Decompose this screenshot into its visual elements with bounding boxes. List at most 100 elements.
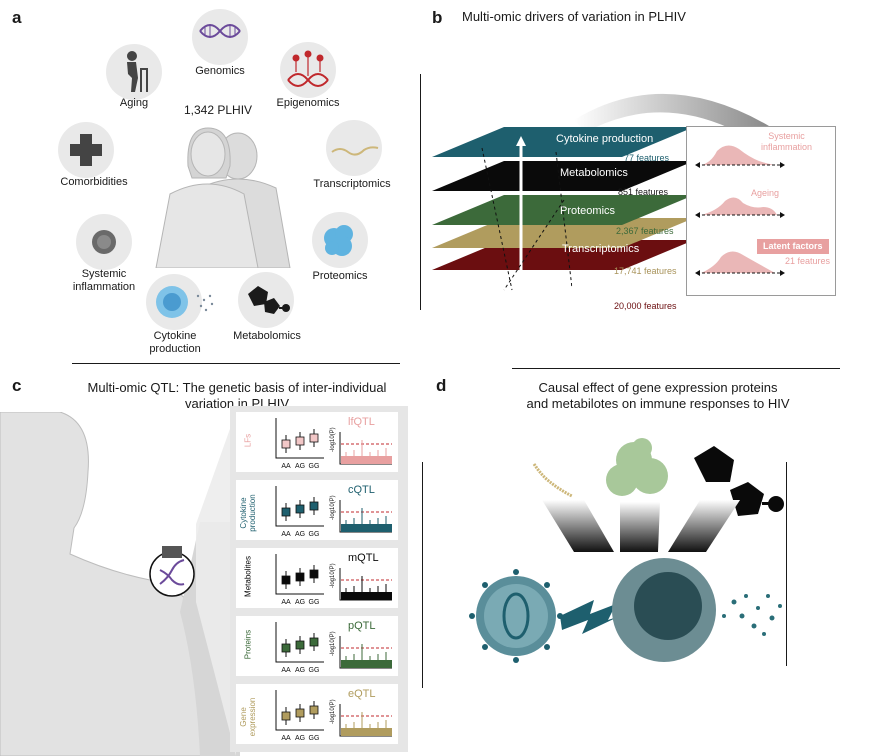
layer-features-transcriptomics: 17,741 features	[614, 266, 677, 276]
genotype-label: AA	[281, 463, 291, 470]
layer-label-cytokine: Cytokine production	[556, 133, 654, 145]
manhattan-axis-label: -log10(P)	[330, 427, 336, 452]
panel-c-letter: c	[12, 376, 22, 395]
qtl-card-title: eQTL	[348, 688, 376, 700]
genotype-label: AA	[281, 599, 291, 606]
molecule-icon	[248, 286, 290, 314]
metabolomics-node	[238, 272, 294, 328]
panel-d-left-rule	[422, 462, 423, 688]
manhattan-points	[341, 456, 392, 464]
metabolomics-label: Metabolomics	[233, 330, 301, 342]
proteomics-node	[312, 212, 368, 268]
latent-factors-label: Latent factors	[757, 239, 829, 254]
panel-d-right-rule	[786, 462, 787, 666]
genotype-box	[281, 711, 291, 721]
epigenomics-node	[280, 42, 336, 98]
molecule-icon	[694, 446, 784, 516]
systemic-inflammation-node	[76, 214, 132, 270]
manhattan-axis-label: -log10(P)	[330, 631, 336, 656]
arc-arrow	[574, 93, 769, 138]
panel-b-title: Multi-omic drivers of variation in PLHIV	[462, 9, 686, 24]
factors-box: Systemic inflammation Ageing Latent fact…	[686, 126, 836, 296]
factor-distributions	[695, 145, 785, 276]
layer-label-transcriptomics: Transcriptomics	[562, 243, 640, 255]
genotype-label: AG	[295, 531, 305, 538]
causal-effect-illustration	[469, 438, 784, 663]
manhattan-axis-label: -log10(P)	[330, 699, 336, 724]
systemic-inflammation-label: Systemic inflammation	[72, 268, 136, 293]
genotype-box	[309, 705, 319, 715]
transcriptomics-label: Transcriptomics	[313, 178, 391, 190]
layer-features-proteomics: 2,367 features	[616, 226, 674, 236]
cell-secreting-icon	[156, 286, 214, 318]
layer-proteomics	[432, 195, 694, 225]
genotype-box	[309, 637, 319, 647]
protein-beam	[620, 502, 660, 552]
genotype-label: GG	[309, 599, 320, 606]
hiv-virus-icon	[469, 569, 563, 663]
omic-layers-illustration	[432, 93, 769, 291]
layer-label-proteomics: Proteomics	[560, 205, 616, 217]
genotype-box	[281, 575, 291, 585]
genotype-label: AG	[295, 599, 305, 606]
ageing-factor-label: Ageing	[751, 188, 780, 198]
genotype-label: GG	[309, 735, 320, 742]
aging-label: Aging	[119, 97, 149, 109]
genotype-label: AG	[295, 735, 305, 742]
layer-features-metabolomics: 851 features	[618, 187, 669, 197]
qtl-card-title: cQTL	[348, 484, 375, 496]
layer-label-metabolomics: Metabolomics	[560, 167, 628, 179]
human-figures-illustration	[155, 127, 291, 268]
protein-structure-icon	[606, 438, 668, 496]
genotype-box	[281, 439, 291, 449]
panel-a-letter: a	[12, 8, 22, 27]
medical-cross-icon	[70, 134, 102, 166]
immune-cell-icon	[612, 558, 716, 662]
layer-label-epigenomics: Epigenomics	[564, 280, 627, 292]
genotype-label: AA	[281, 735, 291, 742]
elderly-person-icon	[127, 51, 148, 92]
layer-cytokine	[432, 127, 694, 157]
genotype-label: AA	[281, 531, 291, 538]
panel-b-letter: b	[432, 8, 443, 27]
cytokine-production-node	[146, 274, 214, 330]
manhattan-points	[341, 660, 392, 668]
rna-strand-icon	[532, 463, 573, 498]
qtl-card-title: lfQTL	[348, 416, 375, 428]
genomics-label: Genomics	[195, 65, 245, 77]
protein-structure-icon	[324, 225, 353, 256]
genotype-label: GG	[309, 463, 320, 470]
layer-metabolomics	[432, 161, 694, 191]
genotype-label: AA	[281, 667, 291, 674]
methylated-dna-icon	[287, 50, 329, 87]
epigenomics-label: Epigenomics	[276, 97, 340, 109]
panel-c-top-rule	[72, 363, 400, 364]
manhattan-points	[341, 728, 392, 736]
genotype-box	[281, 643, 291, 653]
aging-node	[106, 44, 162, 100]
dna-icon	[199, 24, 241, 38]
manhattan-axis-label: -log10(P)	[330, 495, 336, 520]
genotype-box	[295, 640, 305, 650]
transcriptomics-node	[326, 120, 382, 176]
genotype-box	[295, 436, 305, 446]
center-label: 1,342 PLHIV	[184, 103, 253, 117]
genotype-label: GG	[309, 667, 320, 674]
manhattan-points	[341, 592, 392, 600]
qtl-card-plots: AA AG GG -log10(P)	[275, 418, 392, 470]
dashed-arrow-left	[481, 147, 513, 291]
qtl-card-title: mQTL	[348, 552, 379, 564]
genotype-label: AG	[295, 463, 305, 470]
genomics-node	[192, 9, 248, 65]
comorbidities-label: Comorbidities	[60, 176, 128, 188]
genotype-box	[295, 572, 305, 582]
layer-transcriptomics	[432, 218, 694, 248]
human-torso-illustration	[0, 412, 240, 756]
qtl-card-title: pQTL	[348, 620, 376, 632]
proteomics-label: Proteomics	[312, 270, 368, 282]
